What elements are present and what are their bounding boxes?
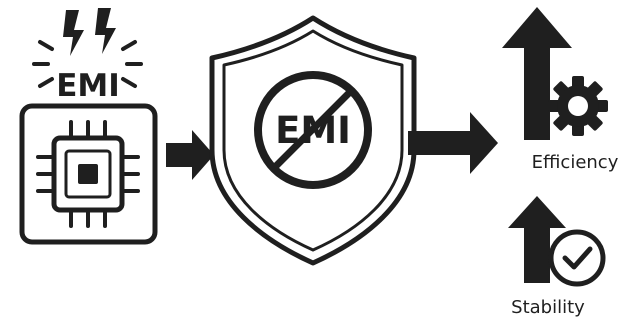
shield-icon	[209, 15, 417, 266]
lightning-bolt-icon	[63, 8, 116, 56]
prohibited-icon: EMI	[254, 71, 372, 189]
flow-arrow-2	[408, 112, 498, 174]
source-emi-label: EMI	[56, 68, 120, 104]
stability-group: Stability	[508, 196, 606, 318]
efficiency-label: Efficiency	[532, 152, 619, 173]
up-arrow-icon	[502, 7, 572, 140]
efficiency-group: Efficiency	[502, 7, 619, 173]
flow-arrow-1	[166, 130, 214, 180]
emi-source-group: EMI	[19, 8, 158, 245]
checkmark-circle-icon	[548, 229, 606, 287]
up-arrow-icon	[508, 196, 566, 283]
shield-inner-outline	[222, 29, 404, 252]
gear-icon	[548, 76, 608, 136]
stability-label: Stability	[511, 297, 585, 318]
microchip-icon	[36, 120, 140, 228]
shield-group: EMI	[209, 15, 417, 266]
emission-rays-icon	[32, 40, 143, 88]
